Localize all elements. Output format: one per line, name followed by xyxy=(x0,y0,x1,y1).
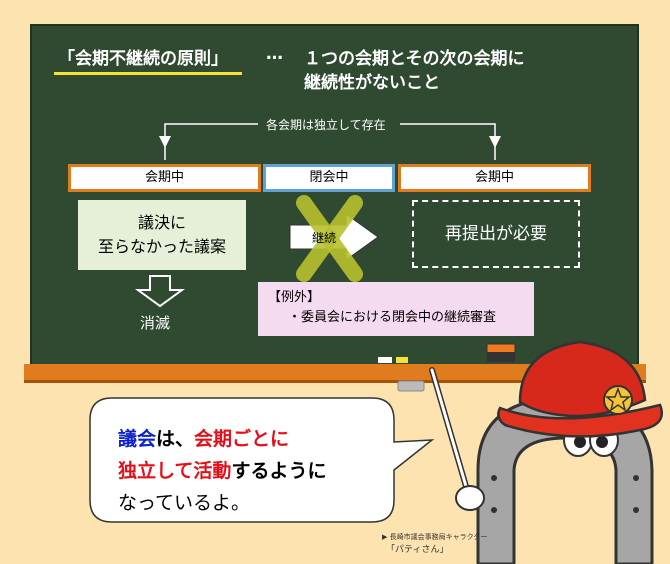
bracket-line xyxy=(164,123,496,136)
eraser-icon xyxy=(397,380,425,392)
session-box-1: 会期中 xyxy=(68,164,261,192)
chalk-ledge xyxy=(24,364,646,383)
bubble-line-1: 議会は、会期ごとに xyxy=(118,428,290,450)
title-ellipsis: … xyxy=(266,44,283,64)
exception-heading: 【例外】 xyxy=(268,290,321,305)
arrow-down-icon xyxy=(159,136,171,148)
character-name: 「パティさん」 xyxy=(386,545,449,555)
character-caption: ▶ 長崎市議会事務局キャラクター xyxy=(382,533,488,541)
lapse-label: 消滅 xyxy=(140,314,171,332)
bubble-highlight-assembly: 議会 xyxy=(118,428,157,450)
board-eraser-icon xyxy=(487,352,515,362)
chalk-piece xyxy=(378,357,392,363)
bill-line-1: 議決に xyxy=(137,213,186,232)
session-box-2: 会期中 xyxy=(398,164,591,192)
principle-title: 「会期不継続の原則」 xyxy=(58,49,228,69)
arrow-down-icon xyxy=(489,136,501,148)
down-outline-arrow-icon xyxy=(134,275,186,308)
exception-item: ・委員会における閉会中の継続審査 xyxy=(288,310,497,325)
bubble-highlight-independent: 独立して活動 xyxy=(118,460,232,482)
definition-line-1: １つの会期とその次の会期に xyxy=(304,49,525,69)
cross-mark-icon xyxy=(296,195,363,282)
unresolved-bill-box: 議決に 至らなかった議案 xyxy=(78,200,246,270)
continuation-label: 継続 xyxy=(312,231,337,245)
bubble-line-2: 独立して活動するように xyxy=(118,460,327,482)
bubble-highlight-per-session: 会期ごとに xyxy=(194,428,290,450)
bubble-line-3: なっているよ。 xyxy=(118,492,251,514)
mascot-character xyxy=(455,340,663,564)
speech-bubble xyxy=(89,397,435,523)
exception-box: 【例外】 ・委員会における閉会中の継続審査 xyxy=(258,282,534,336)
chalk-piece xyxy=(396,357,408,363)
recess-box: 閉会中 xyxy=(263,164,395,192)
resubmit-box: 再提出が必要 xyxy=(412,200,580,268)
bill-line-2: 至らなかった議案 xyxy=(97,237,226,256)
independent-label: 各会期は独立して存在 xyxy=(266,118,386,132)
definition-line-2: 継続性がないこと xyxy=(304,73,440,93)
title-underline xyxy=(54,72,242,75)
